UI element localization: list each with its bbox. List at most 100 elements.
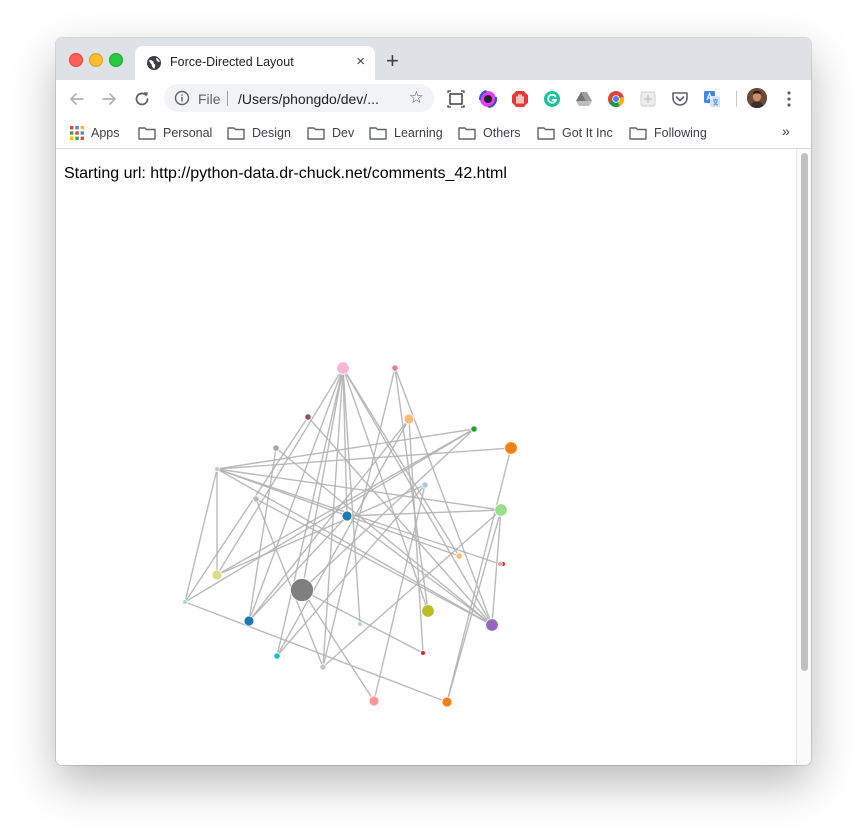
graph-link xyxy=(342,367,460,557)
graph-node[interactable] xyxy=(290,578,314,602)
bookmark-others[interactable]: Others xyxy=(458,123,521,143)
folder-icon xyxy=(537,127,555,140)
bookmarks-overflow-icon[interactable]: » xyxy=(782,123,790,139)
folder-icon xyxy=(629,127,647,140)
graph-node[interactable] xyxy=(211,569,223,581)
folder-icon xyxy=(227,127,245,140)
bookmark-got-it-inc[interactable]: Got It Inc xyxy=(537,123,613,143)
graph-link xyxy=(322,367,344,668)
vertical-scrollbar[interactable] xyxy=(796,149,811,765)
graph-node[interactable] xyxy=(403,413,415,425)
bookmark-star-icon[interactable]: ☆ xyxy=(408,88,424,107)
screenshot-icon[interactable] xyxy=(447,90,465,108)
graph-node[interactable] xyxy=(455,552,463,560)
google-translate-icon[interactable] xyxy=(703,90,721,108)
graph-node[interactable] xyxy=(441,696,453,708)
force-directed-graph xyxy=(182,361,518,708)
scrollbar-thumb[interactable] xyxy=(801,153,808,671)
graph-node[interactable] xyxy=(421,481,429,489)
graph-nodes xyxy=(182,361,518,708)
graph-node[interactable] xyxy=(497,561,503,567)
bookmark-learning[interactable]: Learning xyxy=(369,123,443,143)
adblock-icon[interactable] xyxy=(511,90,529,108)
avatar-image xyxy=(747,88,767,108)
graph-node[interactable] xyxy=(504,441,518,455)
graph-link xyxy=(248,418,410,622)
graph-node[interactable] xyxy=(243,615,255,627)
bookmark-label: Personal xyxy=(163,126,213,140)
color-picker-icon[interactable] xyxy=(479,90,497,108)
browser-toolbar: File /Users/phongdo/dev/... ☆ xyxy=(56,80,811,118)
scheme-label: File xyxy=(198,91,221,107)
graph-link xyxy=(248,447,277,622)
graph-link xyxy=(216,468,501,565)
graph-node[interactable] xyxy=(272,444,280,452)
bookmark-personal[interactable]: Personal xyxy=(138,123,212,143)
apps-grid-icon xyxy=(70,126,84,140)
graph-node[interactable] xyxy=(470,425,478,433)
address-bar[interactable]: File /Users/phongdo/dev/... ☆ xyxy=(164,84,434,112)
graph-node[interactable] xyxy=(368,695,380,707)
google-drive-icon[interactable] xyxy=(575,90,593,108)
back-arrow-icon[interactable] xyxy=(67,89,87,109)
graph-node[interactable] xyxy=(357,621,363,627)
bookmark-label: Got It Inc xyxy=(562,126,613,140)
folder-icon xyxy=(369,127,387,140)
globe-icon xyxy=(147,56,161,70)
title-bar: Force-Directed Layout × + xyxy=(56,38,811,80)
tab-force-directed-layout[interactable]: Force-Directed Layout × xyxy=(135,46,375,80)
graph-link xyxy=(342,367,429,612)
graph-node[interactable] xyxy=(304,413,312,421)
graph-node[interactable] xyxy=(319,663,327,671)
graph-node[interactable] xyxy=(273,652,281,660)
info-icon[interactable] xyxy=(174,90,190,106)
bookmark-label: Apps xyxy=(91,126,120,140)
graph-link xyxy=(342,367,348,517)
forward-arrow-icon[interactable] xyxy=(99,89,119,109)
graph-node[interactable] xyxy=(420,650,426,656)
graph-link xyxy=(446,447,512,703)
bookmark-following[interactable]: Following xyxy=(629,123,707,143)
minimize-window-button[interactable] xyxy=(89,53,103,67)
more-menu-icon[interactable] xyxy=(786,89,792,109)
reload-icon[interactable] xyxy=(132,89,152,109)
graph-link xyxy=(346,509,502,517)
new-tab-button[interactable]: + xyxy=(386,48,399,73)
url-text[interactable]: /Users/phongdo/dev/... xyxy=(238,91,379,107)
graph-node[interactable] xyxy=(336,361,350,375)
graph-link xyxy=(301,367,344,591)
starting-url-text: Starting url: http://python-data.dr-chuc… xyxy=(64,165,507,182)
graph-node[interactable] xyxy=(341,510,353,522)
graph-link xyxy=(301,428,475,591)
graph-link xyxy=(184,601,448,703)
graph-node[interactable] xyxy=(214,466,220,472)
bookmark-design[interactable]: Design xyxy=(227,123,291,143)
graph-link xyxy=(216,468,493,626)
graph-node[interactable] xyxy=(494,503,508,517)
bookmark-label: Learning xyxy=(394,126,443,140)
graph-node[interactable] xyxy=(252,495,260,503)
grammarly-icon[interactable] xyxy=(543,90,561,108)
chrome-icon[interactable] xyxy=(607,90,625,108)
toolbar-divider xyxy=(736,91,737,107)
graph-node[interactable] xyxy=(182,599,188,605)
graph-link xyxy=(184,416,309,603)
profile-avatar[interactable] xyxy=(747,88,767,108)
graph-node[interactable] xyxy=(421,604,435,618)
extension-icon[interactable] xyxy=(639,90,657,108)
bookmark-apps[interactable]: Apps xyxy=(70,123,120,143)
graph-link xyxy=(216,468,502,511)
tab-close-icon[interactable]: × xyxy=(356,53,365,70)
omnibox-divider xyxy=(227,91,228,106)
graph-node[interactable] xyxy=(485,618,499,632)
bookmark-dev[interactable]: Dev xyxy=(307,123,354,143)
graph-link xyxy=(322,509,502,668)
close-window-button[interactable] xyxy=(69,53,83,67)
folder-icon xyxy=(138,127,156,140)
zoom-window-button[interactable] xyxy=(109,53,123,67)
pocket-icon[interactable] xyxy=(671,90,689,108)
graph-link xyxy=(276,418,410,657)
graph-node[interactable] xyxy=(391,364,399,372)
graph-link xyxy=(216,367,344,576)
graph-link xyxy=(394,367,493,626)
